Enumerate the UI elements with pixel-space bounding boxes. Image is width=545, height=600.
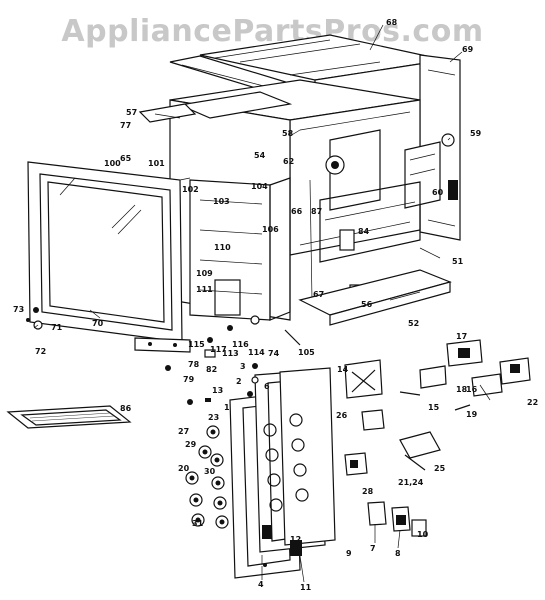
callout: 60	[432, 188, 444, 197]
callout: 29	[185, 440, 197, 449]
callout: 3	[240, 362, 246, 371]
callout: 12	[290, 535, 302, 544]
callout: 31	[192, 519, 204, 528]
callout: 101	[148, 159, 165, 168]
callout: 102	[182, 185, 199, 194]
base-plate	[298, 247, 452, 326]
callout: 106	[262, 225, 279, 234]
callout: 2	[236, 377, 242, 386]
callout: 27	[178, 427, 190, 436]
callout: 26	[336, 411, 348, 420]
callout: 51	[452, 257, 464, 266]
callout: 69	[462, 45, 474, 54]
callout: 73	[13, 305, 25, 314]
callout: 20	[178, 464, 190, 473]
callout: 30	[204, 467, 216, 476]
callout: 115	[188, 340, 205, 349]
callout: 74	[268, 349, 280, 358]
callout: 56	[361, 300, 373, 309]
control-panel	[229, 367, 336, 579]
callout: 59	[470, 129, 482, 138]
callout: 8	[395, 549, 401, 558]
callout: 103	[213, 197, 230, 206]
callout: 67	[313, 290, 325, 299]
callout: 65	[120, 154, 132, 163]
inner-cavity-racks	[189, 177, 291, 343]
callout: 6	[264, 382, 270, 391]
callout: 71	[51, 323, 63, 332]
callout: 113	[222, 349, 239, 358]
callout: 52	[408, 319, 420, 328]
callout: 22	[527, 398, 539, 407]
small-hardware	[26, 318, 301, 567]
callout: 100	[104, 159, 121, 168]
callout: 25	[434, 464, 446, 473]
callout: 11	[300, 583, 312, 592]
callout: 70	[92, 319, 104, 328]
callout: 68	[386, 18, 398, 27]
callout: 82	[206, 365, 218, 374]
callout: 7	[370, 544, 376, 553]
callout: 28	[362, 487, 374, 496]
callout: 1	[224, 403, 230, 412]
callout: 114	[248, 348, 265, 357]
callout: 14	[337, 365, 349, 374]
callout: 109	[196, 269, 213, 278]
callout: 104	[251, 182, 268, 191]
callout: 84	[358, 227, 370, 236]
callout: 66	[291, 207, 303, 216]
callout: 18	[456, 385, 468, 394]
knobs	[185, 399, 229, 529]
callout: 17	[456, 332, 468, 341]
callout: 9	[346, 549, 352, 558]
callout: 117	[210, 345, 227, 354]
callout: 19	[466, 410, 478, 419]
callout: 21,24	[398, 478, 424, 487]
callout: 77	[120, 121, 132, 130]
oven-door	[27, 161, 191, 343]
callout: 57	[126, 108, 138, 117]
callout: 78	[188, 360, 200, 369]
callout: 58	[282, 129, 294, 138]
callout: 13	[212, 386, 224, 395]
callout: 79	[183, 375, 195, 384]
grease-filter	[6, 405, 132, 429]
callout: 86	[120, 404, 132, 413]
callout: 16	[466, 385, 478, 394]
leader-lines	[33, 24, 491, 583]
callout: 111	[196, 285, 213, 294]
callout: 10	[417, 530, 429, 539]
callout: 116	[232, 340, 249, 349]
callout: 23	[208, 413, 220, 422]
callout: 54	[254, 151, 266, 160]
timer-and-switches	[344, 339, 531, 537]
callout: 110	[214, 243, 231, 252]
callout: 105	[298, 348, 315, 357]
callout: 4	[258, 580, 264, 589]
callout: 87	[311, 207, 323, 216]
callout: 72	[35, 347, 47, 356]
callout: 15	[428, 403, 440, 412]
callout: 62	[283, 157, 295, 166]
